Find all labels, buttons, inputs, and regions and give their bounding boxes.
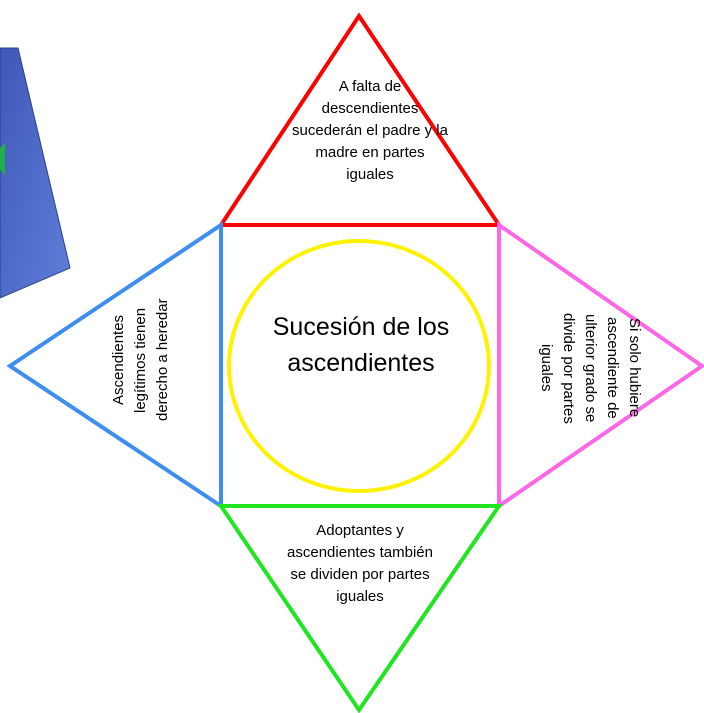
- top-triangle: [217, 12, 503, 227]
- right-triangle: [497, 221, 704, 510]
- panel-accent: [0, 143, 5, 175]
- background-panel: [0, 47, 71, 299]
- right-triangle-label: Si solo hubiere ascendiente de ulterior …: [538, 312, 643, 424]
- left-triangle-label: Ascendientes legítimos tienen derecho a …: [110, 298, 171, 422]
- left-triangle: [6, 221, 223, 510]
- bottom-triangle-label: Adoptantes y ascendientes también se div…: [287, 522, 433, 605]
- center-circle: [227, 239, 491, 493]
- bottom-triangle: [217, 504, 503, 713]
- top-triangle-label: A falta de descendientes sucederán el pa…: [292, 78, 448, 183]
- center-label: Sucesión de los ascendientes: [272, 313, 450, 377]
